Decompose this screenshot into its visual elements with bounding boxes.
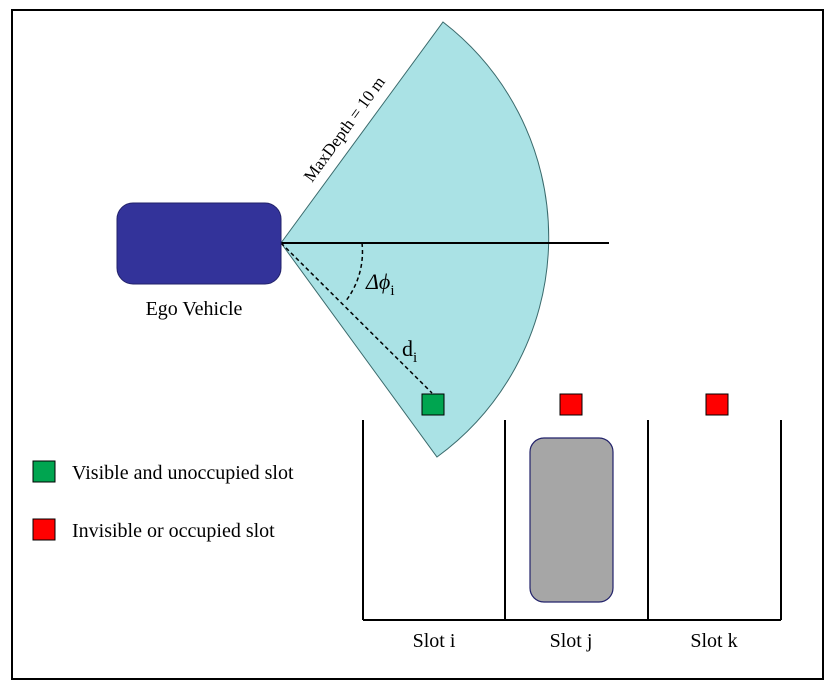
slot-k-marker bbox=[705, 393, 729, 416]
slot-k-label: Slot k bbox=[690, 630, 737, 652]
parking-slots bbox=[362, 420, 782, 621]
legend: Visible and unoccupied slot Invisible or… bbox=[32, 460, 294, 542]
ego-vehicle-label: Ego Vehicle bbox=[146, 298, 243, 320]
legend-visible-swatch bbox=[32, 460, 56, 483]
angle-label: Δϕi bbox=[365, 269, 394, 299]
slot-j-marker bbox=[559, 393, 583, 416]
slot-i-marker bbox=[421, 393, 445, 416]
legend-visible-label: Visible and unoccupied slot bbox=[72, 462, 294, 484]
fov-sector bbox=[280, 21, 550, 458]
parked-car bbox=[529, 437, 614, 603]
distance-label: di bbox=[402, 336, 417, 366]
distance-line bbox=[280, 242, 433, 394]
slot-j-label: Slot j bbox=[550, 630, 593, 652]
angle-arc bbox=[344, 242, 364, 303]
legend-invisible-swatch bbox=[32, 518, 56, 541]
slot-i-label: Slot i bbox=[413, 630, 456, 652]
ego-vehicle bbox=[116, 202, 282, 285]
legend-invisible-label: Invisible or occupied slot bbox=[72, 520, 275, 542]
